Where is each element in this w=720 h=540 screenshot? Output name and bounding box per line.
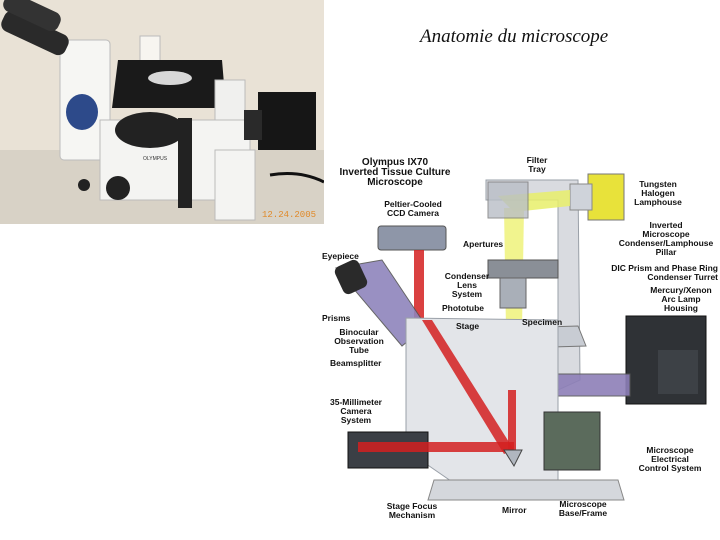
label-condenser-lens: Condenser Lens System [444, 271, 490, 299]
cutaway-illustration [334, 173, 707, 501]
photo-date-stamp: 12.24.2005 [262, 210, 316, 220]
label-electrical-control: Microscope Electrical Control System [638, 445, 702, 473]
label-dic-prism: DIC Prism and Phase Ring Condenser Turre… [611, 263, 718, 282]
label-apertures: Apertures [463, 239, 504, 249]
label-base-frame: Microscope Base/Frame [558, 499, 608, 518]
label-35mm-camera: 35-Millimeter Camera System [330, 397, 382, 425]
label-phototube: Phototube [442, 303, 485, 313]
label-filter-tray: Filter Tray [526, 155, 548, 174]
label-beamsplitter: Beamsplitter [330, 358, 382, 368]
diagram-heading: Olympus IX70 Inverted Tissue Culture Mic… [339, 157, 451, 188]
label-mercury-xenon: Mercury/Xenon Arc Lamp Housing [650, 285, 712, 313]
label-specimen: Specimen [522, 317, 563, 327]
label-prisms: Prisms [322, 313, 351, 323]
label-pillar: Inverted Microscope Condenser/Lamphouse … [618, 220, 714, 257]
label-mirror: Mirror [502, 505, 527, 515]
label-eyepiece: Eyepiece [322, 251, 359, 261]
microscope-photo: OLYMPUS 12.24.2005 [0, 0, 324, 224]
label-peltier-camera: Peltier-Cooled CCD Camera [384, 199, 442, 218]
page-title: Anatomie du microscope [420, 26, 609, 47]
label-stage-focus: Stage Focus Mechanism [386, 501, 438, 520]
label-binocular-tube: Binocular Observation Tube [334, 327, 384, 355]
brand-text: OLYMPUS [143, 156, 168, 162]
label-tungsten-lamphouse: Tungsten Halogen Lamphouse [634, 179, 682, 207]
microscope-photo-illustration: OLYMPUS 12.24.2005 [0, 0, 324, 224]
ix70-cutaway-diagram: Olympus IX70 Inverted Tissue Culture Mic… [318, 150, 720, 540]
label-stage: Stage [456, 321, 480, 331]
